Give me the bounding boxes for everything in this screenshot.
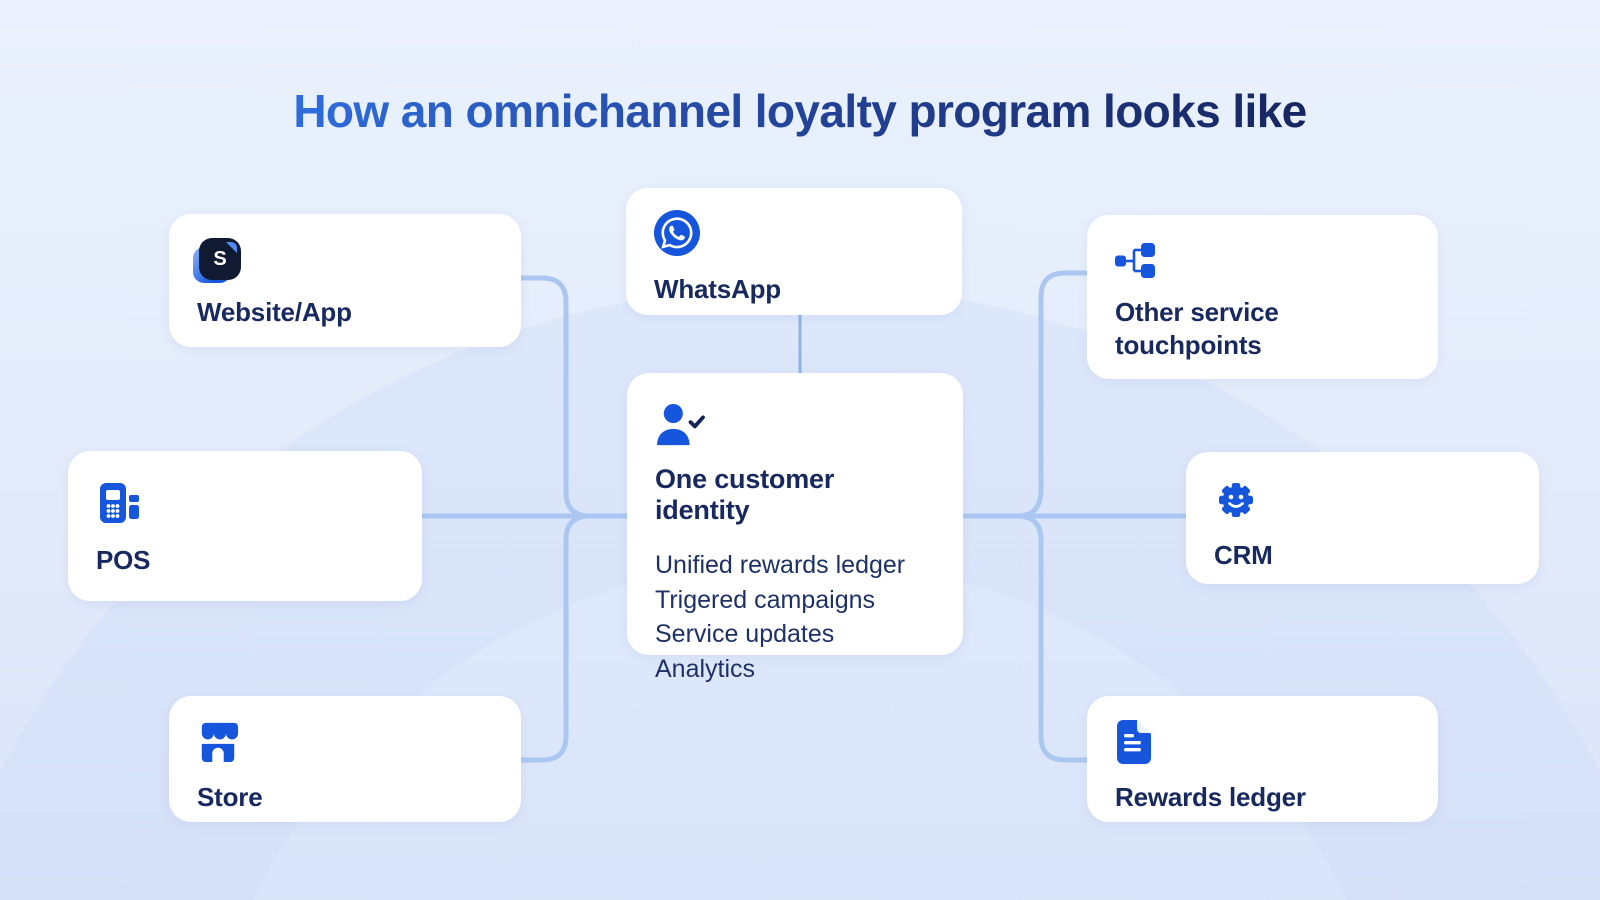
identity-feature-item: Service updates <box>655 620 835 648</box>
card-label: POS <box>96 545 151 575</box>
identity-feature-list: Unified rewards ledger Trigered campaign… <box>655 548 935 686</box>
card-label: Rewards ledger <box>1115 782 1306 812</box>
card-pos: POS <box>68 451 422 601</box>
s-app-badge-letter: S <box>213 247 227 270</box>
pos-terminal-icon <box>100 483 139 523</box>
connector-store-to-identity <box>521 513 627 763</box>
identity-feature-item: Trigered campaigns <box>655 585 876 614</box>
card-website-app: S Website/App <box>169 214 521 347</box>
person-check-icon <box>657 403 705 446</box>
card-label: Other service touchpoints <box>1115 297 1279 360</box>
connector-rewards-to-identity <box>963 513 1087 763</box>
card-label: WhatsApp <box>654 274 781 304</box>
card-label: CRM <box>1214 540 1273 570</box>
card-store: Store <box>169 696 521 822</box>
card-crm: CRM <box>1186 452 1539 584</box>
card-label: Website/App <box>197 297 352 327</box>
gear-smiley-icon <box>1219 483 1253 517</box>
connector-other-to-identity <box>963 270 1087 519</box>
card-rewards-ledger: Rewards ledger <box>1087 696 1438 822</box>
document-icon <box>1117 720 1151 764</box>
card-one-customer-identity: One customer identity Unified rewards le… <box>627 373 963 683</box>
s-app-badge-notch <box>226 242 237 253</box>
card-whatsapp: WhatsApp <box>626 188 962 315</box>
whatsapp-icon <box>654 210 700 256</box>
storefront-icon <box>201 722 239 763</box>
branch-icon <box>1115 243 1155 278</box>
identity-feature-item: Unified rewards ledger <box>655 551 906 579</box>
card-label: Store <box>197 782 263 812</box>
s-app-badge-front: S <box>199 238 241 280</box>
s-app-badge-icon: S <box>193 238 243 284</box>
identity-title: One customer identity <box>655 464 835 525</box>
identity-feature-item: Analytics <box>655 654 756 683</box>
card-other-service-touchpoints: Other service touchpoints <box>1087 215 1438 379</box>
page-title: How an omnichannel loyalty program looks… <box>0 84 1600 138</box>
connector-website-to-identity <box>521 275 627 519</box>
